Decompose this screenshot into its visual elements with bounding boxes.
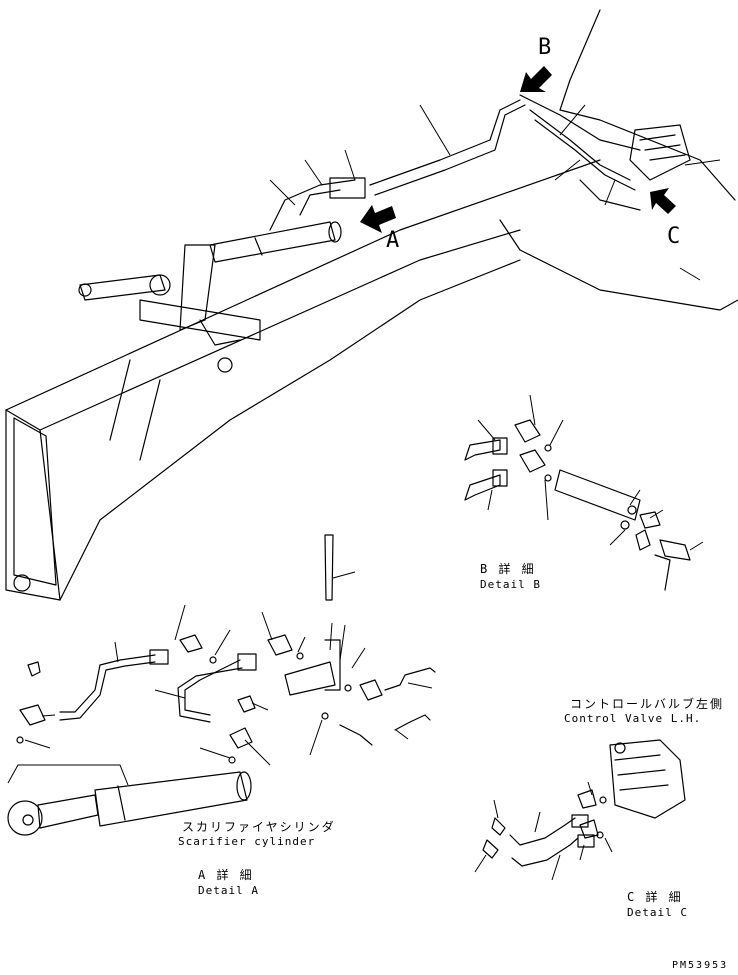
detail-a-title-en: Detail A — [198, 884, 259, 897]
callout-b-label: B — [538, 35, 552, 60]
detail-b-parts — [464, 394, 704, 591]
control-valve-overview — [629, 124, 691, 181]
callout-c-label: C — [667, 224, 681, 249]
callout-a-label: A — [386, 228, 400, 253]
control-valve-label-jp: コントロールバルブ左側 — [570, 697, 725, 711]
arrow-c — [650, 188, 676, 214]
grader-frame — [5, 159, 601, 601]
arrow-b — [520, 66, 552, 92]
detail-c-title-jp: C 詳 細 — [627, 890, 683, 904]
arrow-a — [360, 205, 396, 233]
overview-leader-lines — [269, 104, 721, 281]
detail-c-parts — [474, 739, 686, 881]
scarifier-cylinder-detail — [7, 764, 252, 836]
drawing-code: PM53953 — [672, 960, 729, 971]
detail-b-title-jp: B 詳 細 — [480, 562, 536, 576]
detail-a-title-jp: A 詳 細 — [198, 868, 254, 882]
hydraulic-lines-overview — [269, 94, 641, 231]
detail-c-title-en: Detail C — [627, 906, 688, 919]
detail-a-parts — [16, 534, 436, 766]
scarifier-assembly — [78, 244, 261, 373]
scarifier-cylinder-label-en: Scarifier cylinder — [178, 835, 316, 848]
scarifier-cylinder-label-jp: スカリファイヤシリンダ — [182, 820, 336, 834]
control-valve-label-en: Control Valve L.H. — [564, 712, 702, 725]
detail-b-title-en: Detail B — [480, 578, 541, 591]
scarifier-cylinder-overview — [209, 221, 342, 263]
engine-hood-outline — [499, 9, 738, 311]
